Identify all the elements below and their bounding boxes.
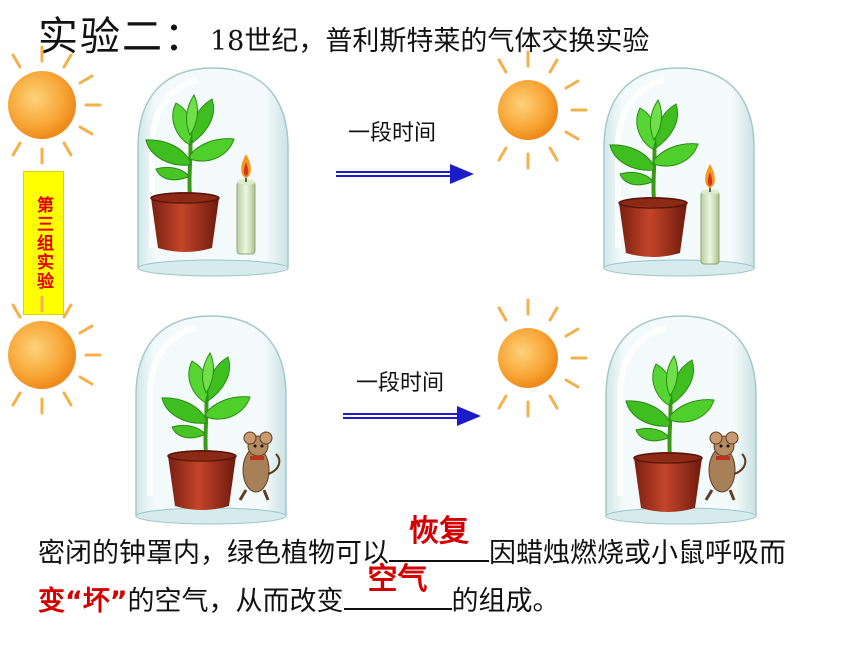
highlight-text: 变“坏”	[38, 586, 128, 617]
sun-icon	[497, 298, 588, 418]
arrow-label-top: 一段时间	[348, 121, 437, 146]
conclusion-text: 密闭的钟罩内，绿色植物可以恢复因蜡烛燃烧或小鼠呼吸而变“坏”的空气，从而改变空气…	[38, 514, 838, 626]
answer-2: 空气	[367, 562, 428, 597]
bell-jar-plant-mouse-after	[598, 298, 768, 528]
caption-part-3: 的空气，从而改变	[127, 586, 344, 617]
arrow-label-bottom: 一段时间	[356, 371, 445, 396]
title-main: 实验二：	[38, 14, 206, 60]
bell-jar-plant-mouse-before	[128, 298, 298, 528]
title-subtitle: 18世纪，普利斯特莱的气体交换实验	[210, 26, 650, 57]
group-label-text: 第三组实验	[33, 195, 53, 291]
answer-1: 恢复	[409, 514, 469, 549]
slide-title: 实验二：18世纪，普利斯特莱的气体交换实验	[38, 4, 649, 62]
sun-icon	[8, 45, 102, 165]
bell-jar-plant-candle-after	[596, 50, 766, 280]
caption-part-1: 密闭的钟罩内，绿色植物可以	[38, 538, 389, 569]
sun-icon	[497, 50, 588, 170]
arrow-right-icon	[336, 164, 474, 184]
caption-part-4: 的组成。	[451, 586, 560, 617]
bell-jar-plant-candle-before	[130, 50, 300, 280]
sun-icon	[8, 295, 102, 415]
answer-blank-2: 空气	[343, 562, 452, 610]
group-label-badge: 第三组实验	[23, 171, 64, 315]
answer-blank-1: 恢复	[389, 514, 489, 562]
caption-part-2: 因蜡烛燃烧或小鼠呼吸而	[489, 538, 786, 569]
arrow-right-icon	[343, 406, 481, 426]
